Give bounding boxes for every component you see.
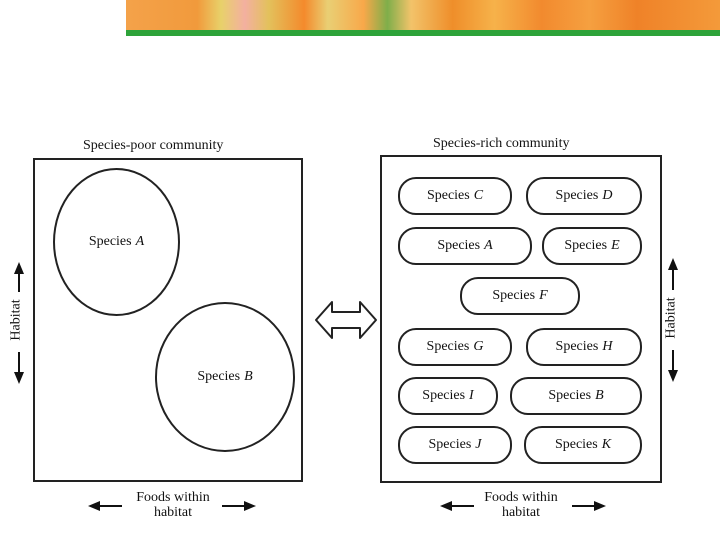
right-x-axis-label: Foods within habitat	[466, 490, 576, 520]
species-label: Species	[492, 288, 536, 303]
right-left-arrow-icon	[440, 501, 474, 511]
species-id: F	[539, 288, 548, 303]
species-id: I	[469, 388, 474, 403]
species-label: Species	[197, 369, 241, 384]
species-label: Species	[426, 339, 470, 354]
species-id: B	[244, 369, 253, 384]
species-id: G	[473, 339, 484, 354]
species-label: Species	[88, 234, 132, 249]
species-id: A	[135, 234, 145, 249]
species-id: A	[484, 238, 493, 253]
species-id: D	[602, 188, 613, 203]
species-id: B	[595, 388, 604, 403]
double-headed-arrow-icon	[315, 301, 377, 339]
species-id: J	[475, 437, 482, 452]
species-id: C	[473, 188, 484, 203]
left-left-arrow-icon	[88, 501, 122, 511]
species-label: Species	[428, 437, 472, 452]
right-panel-title: Species-rich community	[433, 136, 570, 151]
header-green-rule	[126, 30, 720, 36]
left-panel-title: Species-poor community	[83, 138, 224, 153]
species-label: Species	[548, 388, 592, 403]
right-right-arrow-icon	[572, 501, 606, 511]
x-axis-label-line1: Foods within	[136, 490, 210, 505]
left-right-arrow-icon	[222, 501, 256, 511]
right-up-arrow-icon	[668, 258, 678, 290]
species-id: E	[611, 238, 620, 253]
species-id: H	[602, 339, 613, 354]
left-x-axis-label: Foods within habitat	[118, 490, 228, 520]
left-down-arrow-icon	[14, 352, 24, 384]
species-label: Species	[555, 339, 599, 354]
x-axis-label-line2: habitat	[501, 505, 541, 520]
x-axis-label-line2: habitat	[153, 505, 193, 520]
species-label: Species	[426, 188, 470, 203]
species-label: Species	[437, 238, 481, 253]
x-axis-label-line1: Foods within	[484, 490, 558, 505]
species-label: Species	[555, 188, 599, 203]
left-up-arrow-icon	[14, 262, 24, 292]
species-id: K	[601, 437, 612, 452]
species-label: Species	[422, 388, 466, 403]
species-label: Species	[564, 238, 608, 253]
header-banner-image	[126, 0, 720, 30]
right-down-arrow-icon	[668, 350, 678, 382]
species-label: Species	[554, 437, 598, 452]
